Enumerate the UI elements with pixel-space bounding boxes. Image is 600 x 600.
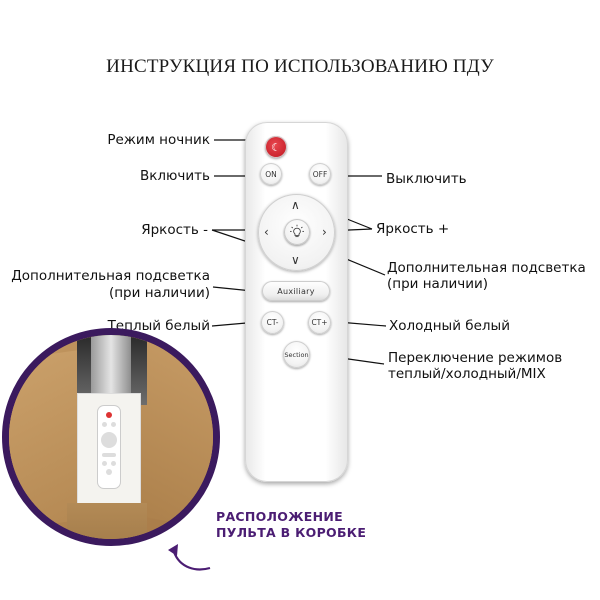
page-title: ИНСТРУКЦИЯ ПО ИСПОЛЬЗОВАНИЮ ПДУ xyxy=(106,56,494,77)
curved-arrow-icon xyxy=(168,544,211,571)
chevron-up-icon[interactable]: ∧ xyxy=(291,198,300,212)
cardboard-bottom xyxy=(67,503,147,539)
aux-light-center-button[interactable] xyxy=(284,219,310,245)
label-mode-switch-line1: Переключение режимов xyxy=(388,350,563,366)
mini-remote-photo xyxy=(98,406,120,488)
box-location-line2: ПУЛЬТА В КОРОБКЕ xyxy=(216,525,367,540)
label-mode-switch-line2: теплый/холодный/MIX xyxy=(388,366,546,382)
night-mode-button[interactable]: ☾ xyxy=(265,136,287,158)
chevron-right-icon[interactable]: › xyxy=(322,225,327,239)
section-button[interactable]: Section xyxy=(283,341,310,368)
ct-minus-button[interactable]: CT- xyxy=(261,311,284,334)
remote-control: ☾ ON OFF ∧ ∨ ‹ › Auxiliary CT- CT+ Secti… xyxy=(245,122,348,482)
cardboard-flap-right xyxy=(139,336,213,534)
box-photo xyxy=(2,328,220,546)
label-aux-light-left-line1: Дополнительная подсветка xyxy=(11,268,210,284)
label-aux-light-left-line2: (при наличии) xyxy=(108,285,210,301)
brightness-ring: ∧ ∨ ‹ › xyxy=(258,194,335,271)
label-cold-white: Холодный белый xyxy=(389,318,510,334)
auxiliary-button[interactable]: Auxiliary xyxy=(262,281,330,301)
lamp-tube xyxy=(91,335,131,395)
foam-insert xyxy=(77,393,141,505)
label-aux-light-right-line2: (при наличии) xyxy=(387,276,489,292)
off-button[interactable]: OFF xyxy=(309,163,331,185)
label-brightness-minus: Яркость - xyxy=(141,222,208,238)
label-night-mode: Режим ночник xyxy=(107,132,210,148)
label-brightness-plus: Яркость + xyxy=(376,221,450,237)
chevron-down-icon[interactable]: ∨ xyxy=(291,253,300,267)
box-location-label: РАСПОЛОЖЕНИЕ ПУЛЬТА В КОРОБКЕ xyxy=(216,509,376,541)
label-aux-light-right-line1: Дополнительная подсветка xyxy=(387,260,586,276)
label-turn-off: Выключить xyxy=(386,171,467,187)
label-turn-on: Включить xyxy=(140,168,210,184)
chevron-left-icon[interactable]: ‹ xyxy=(264,225,269,239)
ct-plus-button[interactable]: CT+ xyxy=(308,311,331,334)
moon-icon: ☾ xyxy=(271,140,281,154)
light-bulb-icon xyxy=(290,224,304,238)
box-location-line1: РАСПОЛОЖЕНИЕ xyxy=(216,509,344,524)
on-button[interactable]: ON xyxy=(260,163,282,185)
